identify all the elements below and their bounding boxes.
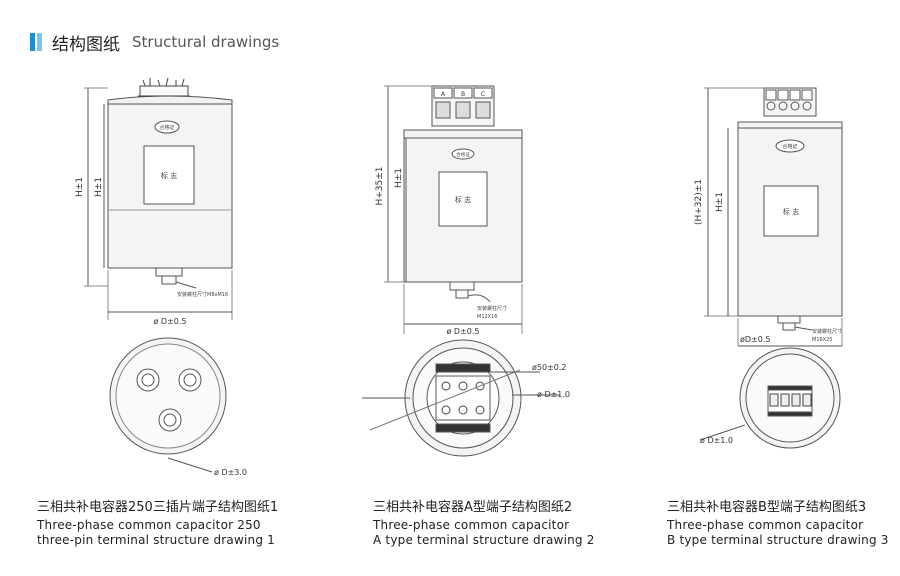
dim-height-total: H±1: [75, 177, 85, 197]
dim-height-body: H±1: [94, 177, 104, 197]
capacitor-2-side-view: A B C 合格证 标 志 安装螺柱尺寸 M12X16: [375, 85, 523, 336]
section-title-en: Structural drawings: [132, 33, 280, 51]
terminal-label-a: A: [441, 91, 446, 98]
dim-height-body: H±1: [394, 168, 404, 188]
qc-label-badge: [154, 120, 180, 134]
marker-bar-dark: [30, 33, 35, 51]
drawing-2: A B C 合格证 标 志 安装螺柱尺寸 M12X16: [362, 85, 570, 457]
terminal-pins-icon: [138, 77, 190, 97]
section-header: 结构图纸 Structural drawings: [30, 30, 280, 55]
caption-3-cn: 三相共补电容器B型端子结构图纸3: [667, 500, 867, 515]
dim-diameter: øD±0.5: [740, 335, 770, 344]
marker-bar-light: [37, 33, 42, 51]
qc-label-text: 合格证: [456, 151, 470, 158]
caption-1: 三相共补电容器250三插片端子结构图纸1 Three-phase common …: [37, 500, 327, 548]
dim-height-total: H+35±1: [375, 166, 385, 205]
terminal-block-icon: A B C: [431, 85, 495, 127]
dim-bottom-diameter: ø D±1.0: [700, 436, 733, 445]
drawing-3: 合格证 标 志 安装螺柱尺寸 M16X25 (H+32)±1 H±1 øD±0.…: [694, 87, 843, 449]
section-marker-icon: [30, 33, 42, 51]
caption-3: 三相共补电容器B型端子结构图纸3 Three-phase common capa…: [667, 500, 893, 548]
dim-bottom-diameter: ø D±3.0: [214, 468, 247, 477]
bolt-note-line1: 安装螺柱尺寸: [812, 328, 842, 335]
bolt-note-line2: M12X16: [477, 314, 497, 320]
dim-diameter: ø D±0.5: [153, 317, 186, 326]
qc-label-text: 合格证: [782, 143, 797, 150]
terminal-label-b: B: [461, 91, 465, 98]
dim-height-body: H±1: [715, 192, 725, 212]
drawing-1: 合格证 标 志 安装螺柱尺寸M8xM16 H±1 H±1 ø D±0.5: [75, 77, 247, 477]
caption-2-en-line2: A type terminal structure drawing 2: [373, 533, 595, 547]
nameplate-text: 标 志: [161, 171, 177, 180]
bolt-note-line1: 安装螺柱尺寸: [477, 305, 507, 312]
dim-height-total: (H+32)±1: [694, 179, 704, 225]
caption-2-cn: 三相共补电容器A型端子结构图纸2: [373, 500, 573, 515]
nameplate-text: 标 志: [455, 195, 471, 204]
caption-2-en-line1: Three-phase common capacitor: [373, 518, 570, 532]
section-title-cn: 结构图纸: [52, 34, 120, 55]
caption-2: 三相共补电容器A型端子结构图纸2 Three-phase common capa…: [373, 500, 613, 548]
capacitor-3-top-view: ø D±1.0: [699, 347, 841, 449]
caption-3-en-line1: Three-phase common capacitor: [667, 518, 864, 532]
capacitor-1-top-view: ø D±3.0: [109, 337, 247, 477]
caption-1-cn: 三相共补电容器250三插片端子结构图纸1: [37, 500, 279, 515]
nameplate-box: [143, 145, 195, 205]
caption-1-en-line1: Three-phase common capacitor 250: [37, 518, 261, 532]
dim-terminal-circle: ø50±0.2: [532, 363, 567, 372]
bolt-note-line2: M16X25: [812, 337, 832, 343]
capacitor-1-side-view: 合格证 标 志 安装螺柱尺寸M8xM16 H±1 H±1 ø D±0.5: [75, 77, 233, 326]
dim-diameter: ø D±0.5: [446, 327, 479, 336]
caption-3-en-line2: B type terminal structure drawing 3: [667, 533, 889, 547]
nameplate-text: 标 志: [783, 207, 799, 216]
terminal-label-c: C: [481, 91, 485, 98]
qc-label-text: 合格证: [159, 124, 174, 131]
dim-bottom-diameter: ø D±1.0: [537, 390, 570, 399]
caption-1-en-line2: three-pin terminal structure drawing 1: [37, 533, 275, 547]
bolt-note: 安装螺柱尺寸M8xM16: [177, 291, 228, 298]
terminal-block-icon: [763, 87, 817, 117]
capacitor-3-side-view: 合格证 标 志 安装螺柱尺寸 M16X25 (H+32)±1 H±1 øD±0.…: [694, 87, 843, 347]
capacitor-2-top-view: ø50±0.2 ø D±1.0: [362, 339, 570, 457]
